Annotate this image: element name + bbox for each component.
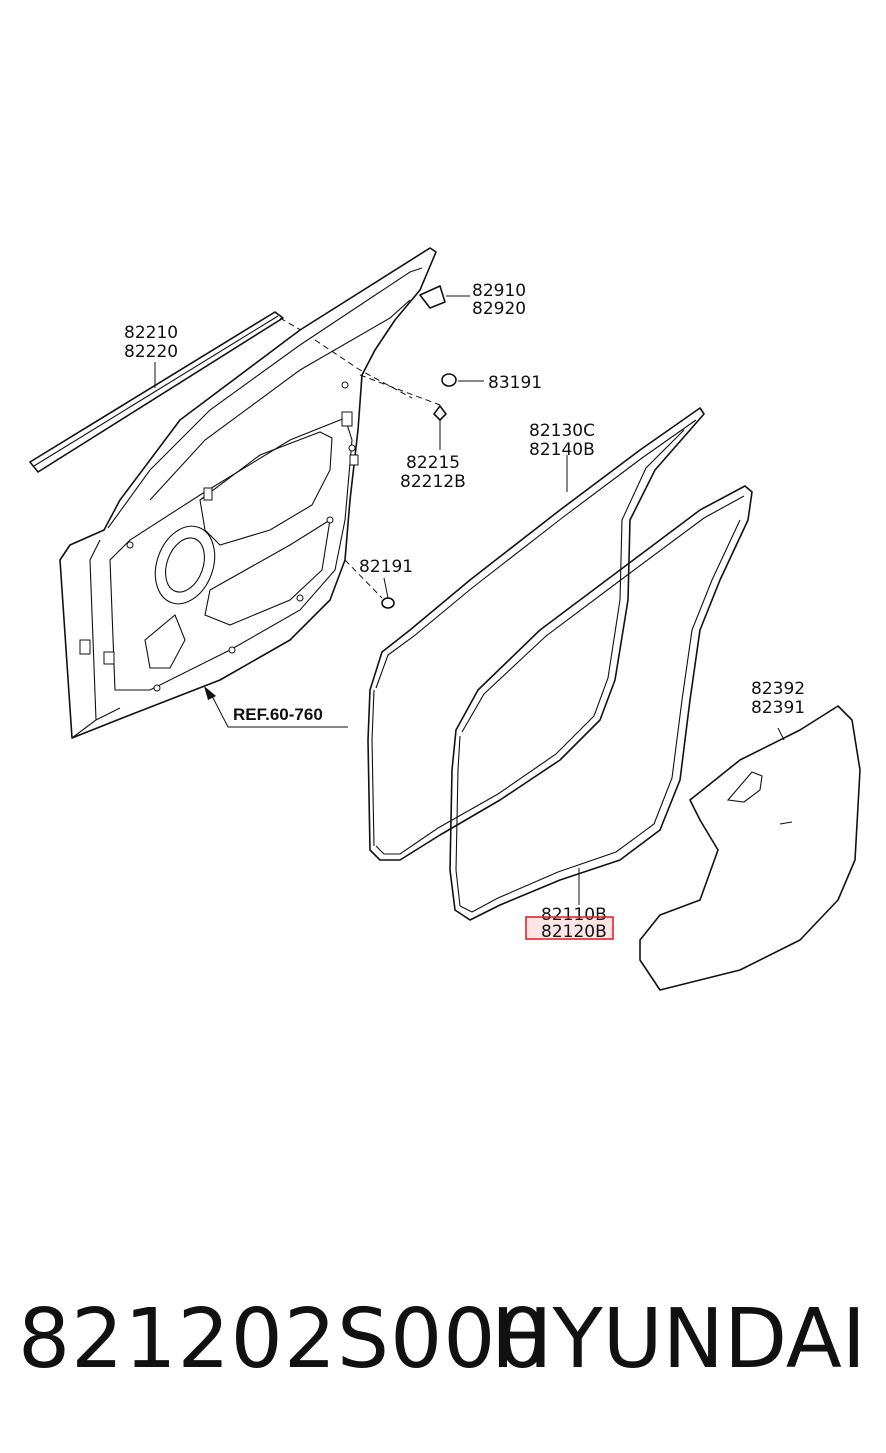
door-film: [639, 705, 861, 991]
label-cap: 82191: [359, 557, 413, 577]
label-seal-outer-b: 82140B: [529, 440, 595, 460]
door-panel: [59, 247, 441, 739]
parts-diagram: 82210 82220 82910 82920 83191 82215 8221…: [29, 247, 861, 991]
label-plug: 83191: [488, 373, 542, 393]
door-molding-strip: [29, 311, 319, 473]
bracket-part: [419, 285, 470, 309]
highlight-box: [525, 916, 614, 940]
label-bracket-b: 82920: [472, 299, 526, 319]
label-ref: REF.60-760: [233, 705, 323, 724]
label-clip-b: 82212B: [400, 472, 466, 492]
label-molding-a: 82210: [124, 323, 178, 343]
plug-part: [441, 373, 484, 387]
label-seal-inner-b: 82120B: [541, 922, 607, 942]
label-seal-outer-a: 82130C: [529, 421, 595, 441]
label-molding-b: 82220: [124, 342, 178, 362]
label-bracket-a: 82910: [472, 281, 526, 301]
inner-weatherstrip: [449, 485, 753, 921]
label-clip-a: 82215: [406, 453, 460, 473]
label-film-a: 82392: [751, 679, 805, 699]
label-film-b: 82391: [751, 698, 805, 718]
footer: 821202S000 HYUNDAI: [0, 1290, 886, 1400]
part-number: 821202S000: [18, 1292, 550, 1387]
label-seal-inner-a: 82110B: [541, 905, 607, 925]
brand-name: HYUNDAI: [490, 1292, 866, 1387]
cap-part: [381, 577, 395, 609]
clip-part: [433, 405, 447, 450]
ref-arrow: [204, 686, 348, 728]
outer-weatherstrip: [367, 407, 705, 861]
